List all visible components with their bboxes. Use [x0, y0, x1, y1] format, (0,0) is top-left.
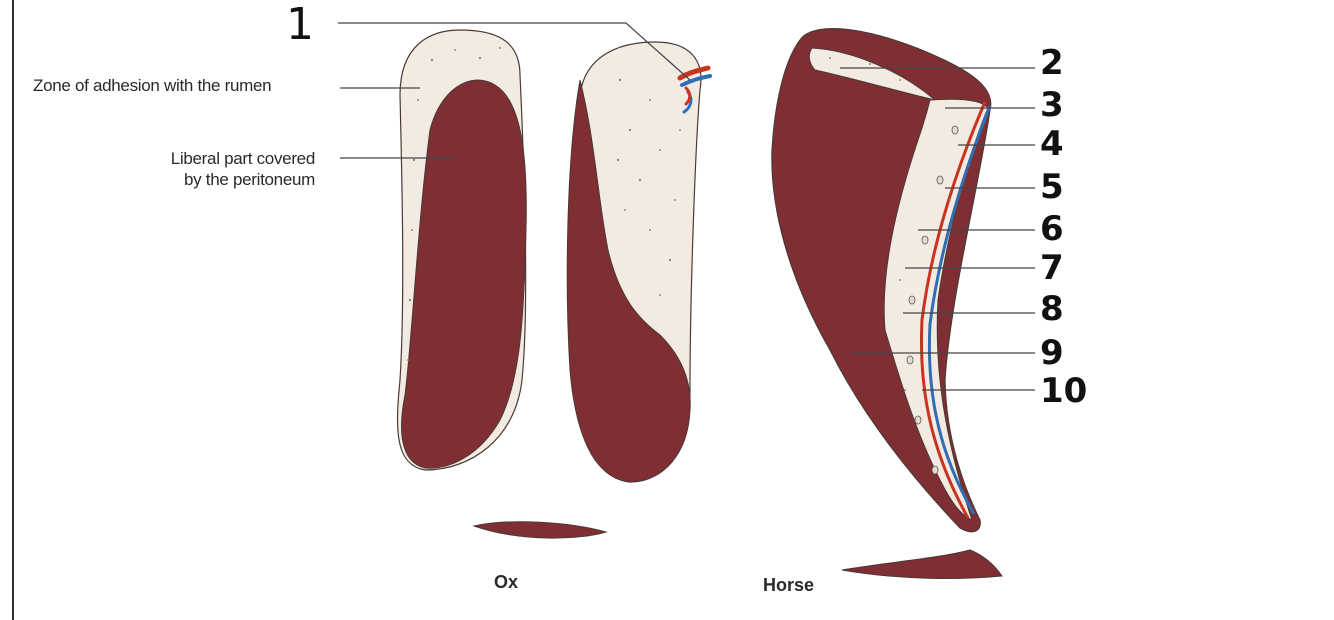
- number-2: 2: [1040, 46, 1064, 80]
- number-6: 6: [1040, 212, 1064, 246]
- ox-cross-section: [474, 522, 606, 538]
- number-4: 4: [1040, 127, 1064, 161]
- number-1: 1: [286, 8, 314, 42]
- horse-cross-section: [842, 550, 1002, 578]
- number-10: 10: [1040, 374, 1087, 408]
- liberal-part-label-line2: by the peritoneum: [184, 169, 315, 190]
- zone-adhesion-label: Zone of adhesion with the rumen: [33, 75, 271, 96]
- number-3: 3: [1040, 88, 1064, 122]
- ox-spleen-right: [567, 42, 710, 482]
- horse-spleen: [772, 29, 991, 532]
- ox-caption: Ox: [494, 572, 518, 593]
- number-9: 9: [1040, 336, 1064, 370]
- ox-spleen-left: [398, 30, 527, 470]
- horse-caption: Horse: [763, 575, 814, 596]
- number-7: 7: [1040, 251, 1064, 285]
- liberal-part-label-line1: Liberal part covered: [171, 148, 315, 169]
- number-8: 8: [1040, 292, 1064, 326]
- number-5: 5: [1040, 170, 1064, 204]
